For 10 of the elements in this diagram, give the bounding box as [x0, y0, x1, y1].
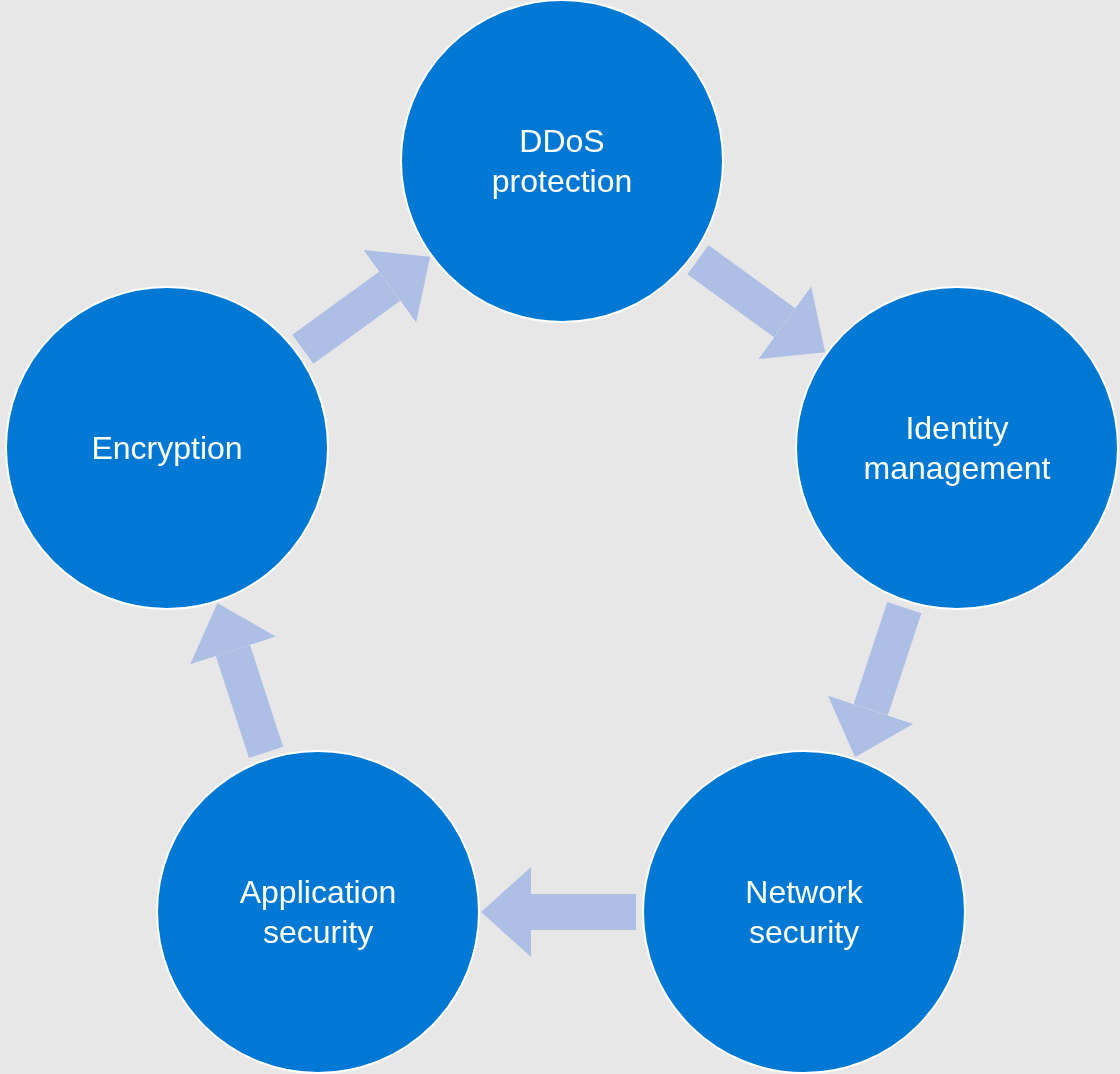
block-arrow — [292, 249, 431, 364]
circle-label: Identity management — [862, 409, 1052, 488]
circle-label: Application security — [238, 873, 398, 952]
circle-label: Network security — [744, 873, 864, 952]
circle-label: Encryption — [91, 429, 243, 468]
block-arrow — [687, 245, 826, 360]
block-arrow — [481, 867, 636, 957]
block-arrow — [827, 601, 922, 758]
circle-label: DDoS protection — [490, 122, 634, 201]
block-arrow — [190, 603, 284, 758]
